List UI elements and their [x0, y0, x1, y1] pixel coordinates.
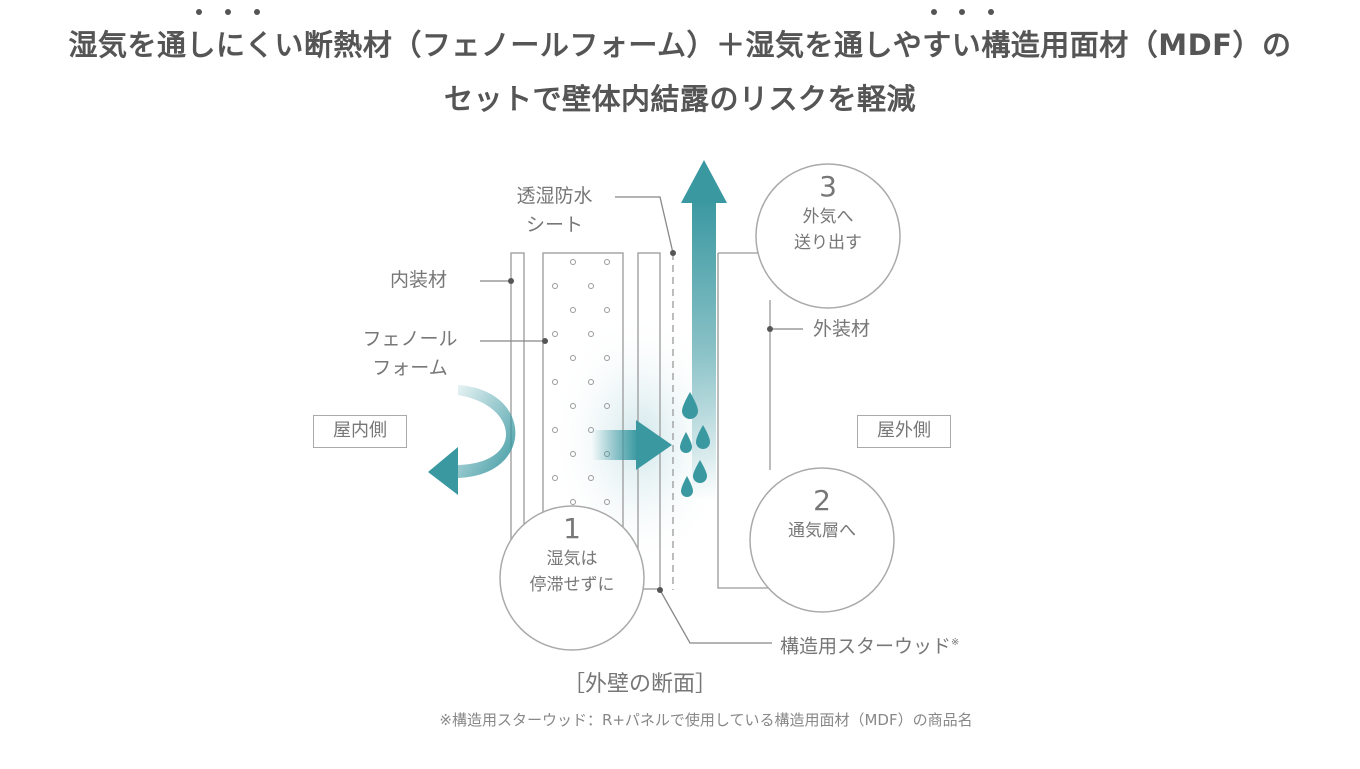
sheet-label: 透湿防水 シート [492, 182, 617, 240]
sheet-label-line2: シート [525, 214, 583, 236]
foam-dot [570, 307, 576, 313]
interior-material-label: 内装材 [390, 269, 448, 291]
title-line-2: セットで壁体内結露のリスクを軽減 [443, 82, 916, 116]
step-3: 3 外気へ 送り出す [756, 170, 900, 256]
foam-dot [604, 499, 610, 505]
foam-dot [552, 475, 558, 481]
foam-dot [552, 283, 558, 289]
exterior-material-label: 外装材 [813, 318, 871, 340]
foam-dot [570, 355, 576, 361]
leader-lines [480, 196, 803, 644]
step-text-line1: 外気へ [802, 207, 854, 227]
foam-dot [552, 427, 558, 433]
foam-dot [588, 475, 594, 481]
step-text-line2: 停滞せずに [529, 575, 615, 595]
step-text-line2: 送り出す [794, 233, 862, 253]
foam-dot [570, 499, 576, 505]
foam-dot [604, 307, 610, 313]
interior-panel [510, 252, 525, 544]
sheet-label-line1: 透湿防水 [516, 185, 593, 207]
phenol-label-line2: フォーム [372, 357, 448, 379]
step-1: 1 湿気は 停滞せずに [500, 512, 644, 598]
curved-arrow-icon [428, 385, 516, 495]
starwood-panel [637, 252, 661, 590]
step-3-circle [755, 163, 901, 309]
foam-dot [588, 379, 594, 385]
phenol-foam-label: フェノール フォーム [350, 325, 470, 383]
emphasis-dots [196, 9, 994, 15]
phenol-label-line1: フェノール [362, 328, 458, 350]
starwood-mark: ※ [951, 637, 960, 648]
foam-dot [604, 403, 610, 409]
title-line-1: 湿気を通しにくい断熱材（フェノールフォーム）＋湿気を通しやすい構造用面材（MDF… [68, 28, 1292, 62]
step-2: 2 通気層へ [750, 484, 894, 544]
water-droplet-icons [680, 392, 710, 497]
starwood-label: 構造用スターウッド※ [780, 628, 959, 661]
foam-dot [588, 283, 594, 289]
foam-dot [604, 259, 610, 265]
foam-dot [604, 355, 610, 361]
step-2-circle [749, 467, 895, 613]
step-1-circle [499, 505, 645, 651]
foam-dot [570, 403, 576, 409]
foam-dot [570, 259, 576, 265]
foam-dot [552, 379, 558, 385]
outdoor-side-label: 屋外側 [857, 415, 951, 448]
step-text-line1: 湿気は [546, 549, 598, 569]
right-arrow-icon [592, 420, 672, 470]
starwood-text: 構造用スターウッド [780, 635, 952, 658]
up-arrow-icon [681, 160, 727, 500]
step-number: 3 [819, 170, 837, 203]
footnote: ※構造用スターウッド：R+パネルで使用している構造用面材（MDF）の商品名 [439, 711, 973, 729]
step-text-line1: 通気層へ [788, 521, 856, 541]
step-number: 1 [563, 512, 581, 545]
foam-dot [570, 451, 576, 457]
diagram-caption: ［外壁の断面］ [562, 672, 717, 697]
foam-dot [552, 331, 558, 337]
step-number: 2 [813, 484, 831, 517]
foam-dot [588, 331, 594, 337]
indoor-side-label: 屋内側 [313, 415, 407, 448]
